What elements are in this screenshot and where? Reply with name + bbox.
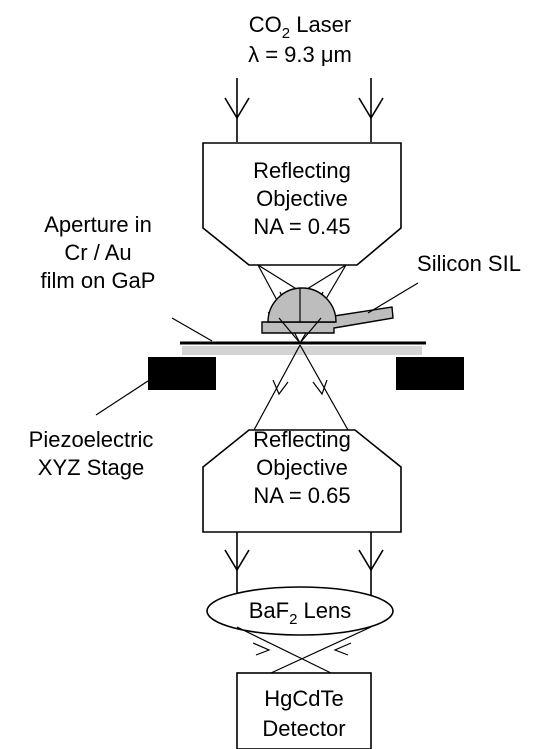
silicon-sil xyxy=(261,287,394,344)
gap-sample xyxy=(180,341,426,355)
detector-line2: Detector xyxy=(262,716,345,741)
sil-leader-line xyxy=(367,282,419,314)
stage-label-line2: XYZ Stage xyxy=(38,455,144,480)
beams-to-lens xyxy=(224,532,384,595)
aperture-label-line2: Cr / Au xyxy=(64,240,131,265)
stage-block-right xyxy=(396,357,464,390)
objective-top-line2: Objective xyxy=(256,186,348,211)
baf2-lens xyxy=(206,586,394,636)
reflecting-objective-bottom xyxy=(202,429,402,533)
laser-label: CO2 Laser xyxy=(249,12,352,42)
sil-label: Silicon SIL xyxy=(417,251,521,276)
stage-leader-line xyxy=(95,380,149,416)
wavelength-label: λ = 9.3 μm xyxy=(248,42,352,67)
stage-block-left xyxy=(148,357,216,390)
aperture-label-line3: film on GaP xyxy=(41,268,156,293)
objective-bottom-line1: Reflecting xyxy=(253,427,351,452)
lens-label: BaF2 Lens xyxy=(249,598,352,628)
diverging-beams-bottom xyxy=(253,344,349,431)
hgcdte-detector xyxy=(236,672,372,749)
aperture-label-line1: Aperture in xyxy=(44,212,152,237)
objective-top-line1: Reflecting xyxy=(253,158,351,183)
incoming-laser-beams xyxy=(224,78,384,142)
beams-to-detector xyxy=(236,626,372,674)
stage-label-line1: Piezoelectric xyxy=(29,427,154,452)
reflecting-objective-top xyxy=(202,142,402,266)
objective-bottom-line2: Objective xyxy=(256,455,348,480)
objective-bottom-line3: NA = 0.65 xyxy=(253,483,350,508)
detector-line1: HgCdTe xyxy=(264,686,343,711)
objective-top-line3: NA = 0.45 xyxy=(253,214,350,239)
aperture-leader-line xyxy=(171,317,213,342)
